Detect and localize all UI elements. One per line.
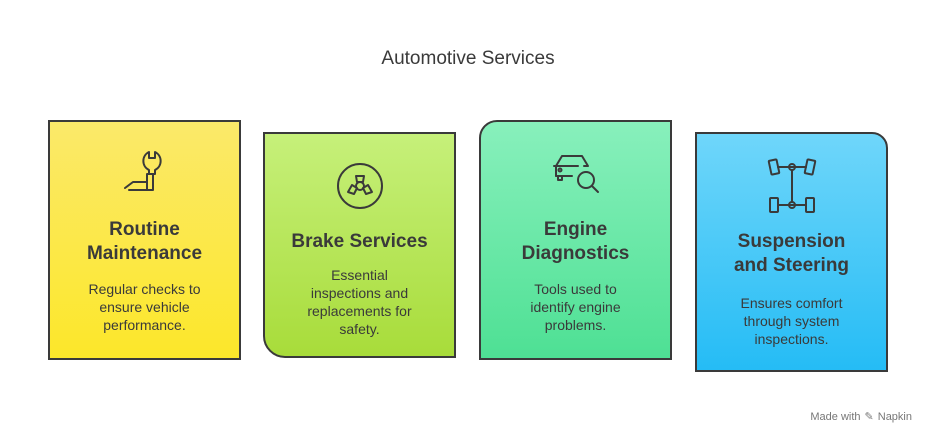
card-heading: Routine Maintenance — [86, 219, 203, 264]
card-heading: Brake Services — [291, 231, 428, 252]
wrench-hand-icon — [115, 144, 175, 204]
card-description: Tools used to identify engine problems. — [530, 281, 621, 333]
card-engine-diagnostics: Engine Diagnostics Tools used to identif… — [479, 120, 672, 360]
napkin-footer[interactable]: Made with ✎ Napkin — [810, 410, 912, 424]
axle-chassis-icon — [762, 156, 822, 216]
card-suspension-steering: Suspension and Steering Ensures comfort … — [695, 132, 888, 372]
brake-disc-icon — [330, 156, 390, 216]
card-heading: Engine Diagnostics — [521, 219, 630, 264]
card-brake-services: Brake Services Essential inspections and… — [263, 132, 456, 358]
card-routine-maintenance: Routine Maintenance Regular checks to en… — [48, 120, 241, 360]
car-magnifier-icon — [546, 142, 606, 202]
brand-label: Napkin — [877, 410, 912, 423]
card-description: Essential inspections and replacements f… — [307, 267, 412, 337]
card-heading: Suspension and Steering — [733, 231, 850, 276]
page-title: Automotive Services — [381, 48, 555, 69]
made-with-label: Made with — [810, 410, 861, 423]
card-description: Regular checks to ensure vehicle perform… — [88, 281, 201, 333]
card-description: Ensures comfort through system inspectio… — [740, 295, 843, 347]
napkin-logo-icon: ✎ — [864, 411, 874, 423]
